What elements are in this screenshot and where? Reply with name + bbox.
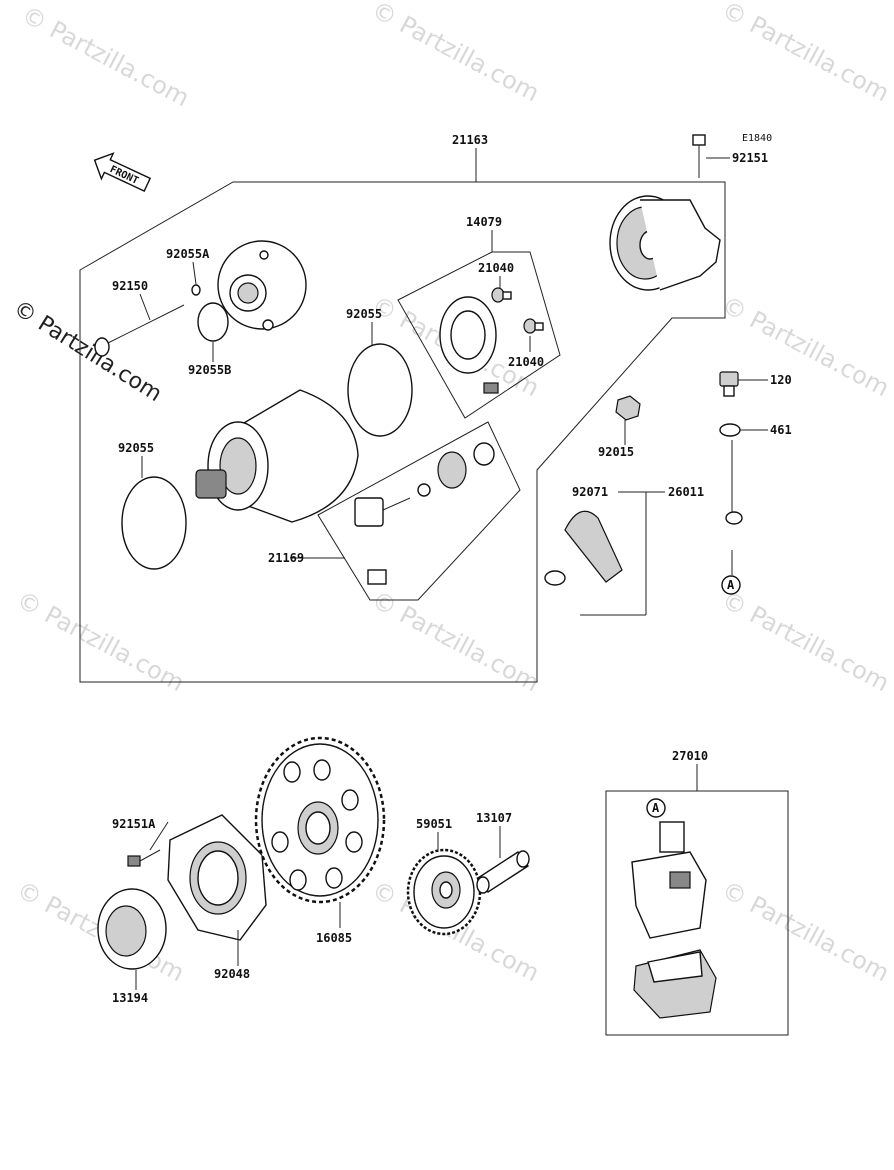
terminal-nut-part[interactable] [473, 442, 495, 466]
part-label-59051[interactable]: 59051 [416, 817, 452, 831]
callout-a-relay [646, 798, 666, 818]
front-cover-part[interactable] [217, 240, 307, 331]
starter-relay-part[interactable] [631, 821, 707, 939]
terminal-bolt-part[interactable] [354, 497, 411, 585]
bolt-120-part[interactable] [719, 371, 739, 397]
watermark: © Partzilla.com [12, 586, 189, 698]
watermark-dark: © Partzilla.com [9, 296, 166, 407]
watermark: © Partzilla.com [17, 1, 194, 113]
brush-plate-part[interactable] [439, 296, 499, 394]
part-label-120[interactable]: 120 [770, 373, 792, 387]
rear-end-cap-part[interactable] [609, 195, 721, 291]
terminal-washer-part[interactable] [417, 483, 431, 497]
oring-92055A-part[interactable] [191, 284, 201, 296]
part-label-13194[interactable]: 13194 [112, 991, 148, 1005]
part-label-92150[interactable]: 92150 [112, 279, 148, 293]
shaft-13107-part[interactable] [476, 850, 530, 894]
part-label-92055A[interactable]: 92055A [166, 247, 210, 261]
oring-92055-upper-part[interactable] [347, 343, 413, 437]
part-label-21163[interactable]: 21163 [452, 133, 488, 147]
callout-a-cable [721, 575, 741, 595]
starter-gear-16085-part[interactable] [254, 736, 386, 904]
part-label-92151A[interactable]: 92151A [112, 817, 156, 831]
brush-21040-bottom-part[interactable] [523, 318, 544, 334]
starter-cable-26011-part[interactable] [544, 511, 743, 684]
part-label-92055-lower[interactable]: 92055 [118, 441, 154, 455]
callout-a-relay-label: A [652, 801, 660, 815]
part-label-21169[interactable]: 21169 [268, 551, 304, 565]
part-label-92151[interactable]: 92151 [732, 151, 768, 165]
watermark: © Partzilla.com [367, 586, 544, 698]
callout-a-cable-label: A [727, 578, 735, 592]
watermark: © Partzilla.com [717, 876, 894, 988]
watermark: © Partzilla.com [717, 291, 894, 403]
bolt-92151A-part[interactable] [127, 849, 161, 867]
clutch-holder-92048-part[interactable] [167, 814, 267, 941]
oring-92055B-part[interactable] [197, 302, 229, 342]
oring-92055-lower-part[interactable] [121, 476, 187, 570]
part-label-92015[interactable]: 92015 [598, 445, 634, 459]
front-arrow-icon: FRONT [93, 152, 152, 192]
terminal-insulator-part[interactable] [437, 451, 467, 489]
watermark: © Partzilla.com [367, 0, 544, 107]
idle-gear-59051-part[interactable] [406, 848, 482, 936]
part-label-21040-top[interactable]: 21040 [478, 261, 514, 275]
starter-clutch-13194-part[interactable] [97, 888, 167, 970]
part-label-14079[interactable]: 14079 [466, 215, 502, 229]
part-label-92055B[interactable]: 92055B [188, 363, 231, 377]
part-label-21040-bottom[interactable]: 21040 [508, 355, 544, 369]
part-label-461[interactable]: 461 [770, 423, 792, 437]
part-label-16085[interactable]: 16085 [316, 931, 352, 945]
part-label-13107[interactable]: 13107 [476, 811, 512, 825]
relay-cover-part[interactable] [633, 949, 717, 1019]
motor-yoke-part[interactable] [195, 389, 359, 523]
part-label-92048[interactable]: 92048 [214, 967, 250, 981]
subkit-outline-14079 [397, 251, 561, 419]
watermark: © Partzilla.com [717, 0, 894, 107]
watermark: © Partzilla.com [717, 586, 894, 698]
subkit-outline-21169 [317, 421, 521, 601]
nut-92015-part[interactable] [615, 395, 641, 421]
part-label-26011[interactable]: 26011 [668, 485, 704, 499]
terminal-boot-92071-part[interactable] [564, 510, 623, 583]
diagram-code: E1840 [742, 133, 772, 144]
part-label-27010[interactable]: 27010 [672, 749, 708, 763]
through-bolt-92150-part[interactable] [94, 304, 185, 357]
assembly-outline-21163 [79, 181, 726, 683]
part-label-92055-upper[interactable]: 92055 [346, 307, 382, 321]
bolt-92151-part[interactable] [692, 134, 706, 178]
part-label-92071[interactable]: 92071 [572, 485, 608, 499]
brush-21040-top-part[interactable] [491, 287, 512, 303]
washer-461-part[interactable] [719, 423, 741, 437]
